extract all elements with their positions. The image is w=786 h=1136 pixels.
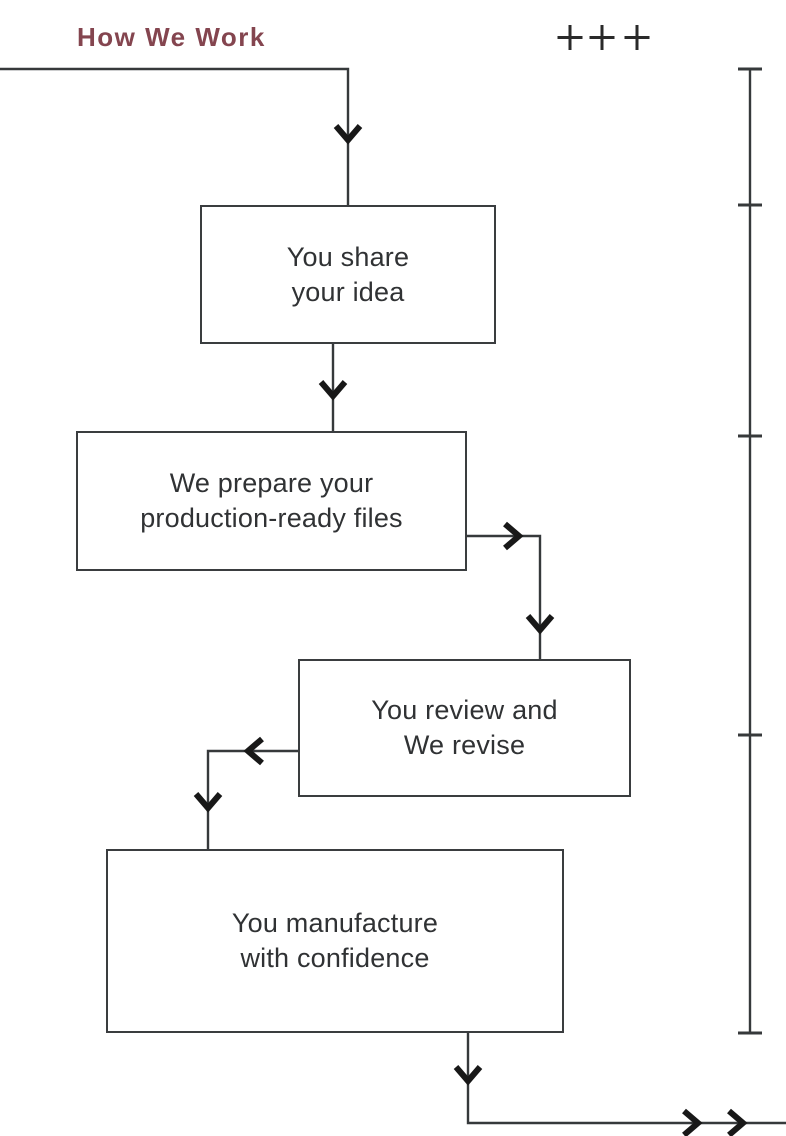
connector-step2-to-step3 [467, 521, 555, 659]
step-box-share-idea: You share your idea [200, 205, 496, 344]
step-label-line: We prepare your [169, 468, 374, 498]
connector-start-to-step1 [0, 67, 363, 205]
arrow-right-icon [727, 1108, 748, 1136]
timeline-ruler [738, 67, 762, 1035]
step-label-line: your idea [291, 276, 405, 307]
plus-icon [624, 25, 650, 50]
arrow-down-icon [525, 614, 555, 635]
arrow-right-icon [682, 1108, 703, 1136]
step-box-review-revise: You review and We revise [298, 659, 631, 797]
arrow-left-icon [243, 736, 264, 766]
plus-icon [589, 25, 615, 50]
step-label-line: You manufacture [231, 908, 439, 938]
arrow-down-icon [453, 1065, 483, 1086]
step-label-line: You review and [371, 695, 558, 725]
page-title: How We Work [77, 22, 266, 52]
arrow-down-icon [333, 124, 363, 145]
connector-line [206, 749, 298, 849]
arrow-down-icon [318, 380, 348, 401]
step-label-line: You share [286, 241, 410, 272]
plus-icons-row [557, 25, 650, 50]
step-box-prepare-files: We prepare your production-ready files [76, 431, 467, 571]
connector-line [466, 1033, 786, 1125]
step-label-line: production-ready files [140, 503, 403, 533]
connector-line [0, 67, 350, 205]
step-box-manufacture: You manufacture with confidence [106, 849, 564, 1033]
connector-step3-to-step4 [193, 736, 298, 849]
connector-step1-to-step2 [318, 344, 348, 431]
connector-line [467, 534, 542, 659]
arrow-down-icon [193, 792, 223, 813]
connector-step4-to-exit [453, 1033, 786, 1136]
arrow-right-icon [503, 521, 524, 551]
step-label-line: We revise [403, 730, 526, 760]
plus-icon [557, 25, 583, 50]
step-label-line: with confidence [240, 943, 430, 973]
